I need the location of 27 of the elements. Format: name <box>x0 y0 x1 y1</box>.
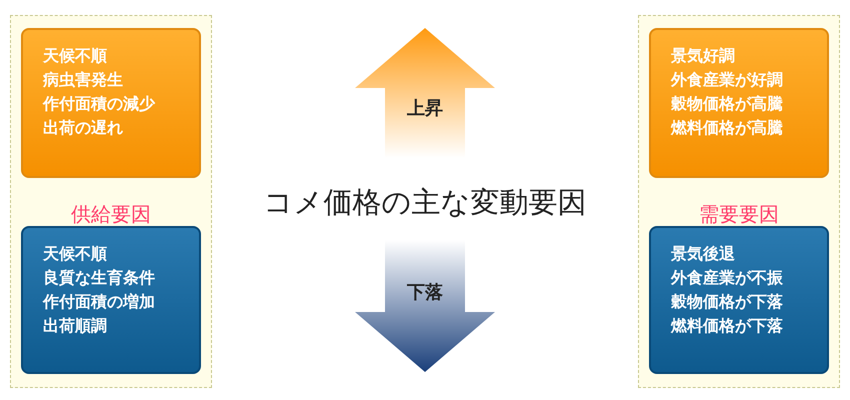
factor-box <box>21 28 201 178</box>
factor-box <box>649 28 829 178</box>
factor-box <box>21 226 201 374</box>
factor-text: 外食産業が不振 <box>671 267 784 289</box>
factor-text: 良質な生育条件 <box>43 267 156 289</box>
factor-text: 作付面積の減少 <box>43 93 156 115</box>
factor-text: 天候不順 <box>43 243 108 265</box>
factor-text: 穀物価格が高騰 <box>671 93 784 115</box>
arrow-label: 下落 <box>406 281 444 304</box>
factor-text: 出荷の遅れ <box>43 117 124 139</box>
arrow-label: 上昇 <box>406 97 444 120</box>
factor-text: 天候不順 <box>43 45 108 67</box>
factor-text: 景気後退 <box>671 243 736 265</box>
panel-heading: 需要要因 <box>698 201 780 228</box>
factor-text: 外食産業が好調 <box>671 69 784 91</box>
factor-text: 燃料価格が高騰 <box>671 117 784 139</box>
factor-text: 景気好調 <box>671 45 736 67</box>
factor-panel <box>10 15 212 388</box>
factor-text: 病虫害発生 <box>43 69 124 91</box>
factor-text: 穀物価格が下落 <box>671 291 784 313</box>
panel-heading: 供給要因 <box>70 201 152 228</box>
factor-box <box>649 226 829 374</box>
factor-text: 作付面積の増加 <box>43 291 156 313</box>
factor-panel <box>638 15 840 388</box>
diagram-title: コメ価格の主な変動要因 <box>262 184 588 221</box>
factor-text: 出荷順調 <box>43 315 108 337</box>
factor-text: 燃料価格が下落 <box>671 315 784 337</box>
